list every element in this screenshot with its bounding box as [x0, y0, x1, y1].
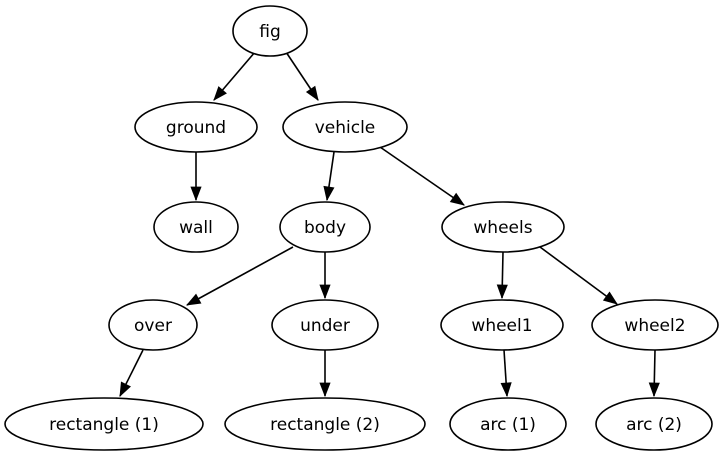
arrowhead-icon: [323, 185, 335, 202]
graph-node-fig[interactable]: fig: [232, 5, 308, 57]
node-label: fig: [259, 22, 281, 42]
edge-line: [379, 146, 465, 206]
arrowhead-icon: [602, 291, 618, 305]
arrowhead-icon: [319, 284, 331, 300]
graph-node-vehicle[interactable]: vehicle: [282, 101, 408, 153]
node-label: wheels: [473, 218, 532, 238]
node-ellipse: [449, 397, 567, 451]
edge-vehicle-to-wheels: [379, 146, 465, 206]
node-ellipse: [224, 397, 426, 451]
node-ellipse: [279, 201, 371, 253]
graph-node-under[interactable]: under: [271, 299, 379, 351]
node-ellipse: [440, 299, 564, 351]
graph-node-body[interactable]: body: [279, 201, 371, 253]
node-label: wall: [179, 218, 213, 238]
graph-node-rectangle1[interactable]: rectangle (1): [4, 397, 204, 451]
edge-body-to-over: [186, 246, 294, 306]
node-label: arc (1): [480, 415, 536, 435]
node-ellipse: [153, 201, 239, 253]
node-label: body: [304, 218, 346, 238]
edge-over-to-rectangle1: [119, 349, 144, 397]
graph-node-wheel2[interactable]: wheel2: [591, 299, 719, 351]
edges-layer: [119, 51, 660, 398]
node-label: rectangle (1): [49, 415, 159, 435]
graph-node-arc2[interactable]: arc (2): [595, 397, 713, 451]
arrowhead-icon: [648, 382, 660, 398]
edge-wheels-to-wheel1: [496, 251, 508, 300]
graph-node-over[interactable]: over: [108, 299, 198, 351]
edge-body-to-under: [319, 252, 331, 300]
node-label: wheel2: [624, 316, 685, 336]
node-label: ground: [166, 118, 226, 138]
graph-node-arc1[interactable]: arc (1): [449, 397, 567, 451]
node-ellipse: [134, 101, 258, 153]
edge-wheel1-to-arc1: [500, 349, 512, 398]
node-ellipse: [441, 201, 565, 253]
graph-node-wall[interactable]: wall: [153, 201, 239, 253]
nodes-layer: fig ground vehicle wall body wheels over under w…: [4, 5, 719, 451]
node-label: rectangle (2): [270, 415, 380, 435]
graph-node-wheel1[interactable]: wheel1: [440, 299, 564, 351]
node-ellipse: [232, 5, 308, 57]
edge-vehicle-to-body: [323, 151, 335, 202]
edge-wheels-to-wheel2: [539, 246, 618, 305]
edge-ground-to-wall: [190, 152, 202, 202]
edge-line: [186, 246, 294, 306]
node-label: under: [300, 316, 350, 336]
arrowhead-icon: [119, 381, 131, 397]
graph-node-wheels[interactable]: wheels: [441, 201, 565, 253]
edge-fig-to-ground: [213, 51, 256, 101]
arrowhead-icon: [190, 186, 202, 202]
node-label: vehicle: [315, 118, 376, 138]
arrowhead-icon: [500, 382, 512, 398]
node-ellipse: [271, 299, 379, 351]
node-label: wheel1: [471, 316, 532, 336]
node-ellipse: [591, 299, 719, 351]
edge-line: [539, 246, 618, 305]
arrowhead-icon: [186, 293, 202, 306]
arrowhead-icon: [496, 284, 508, 300]
node-ellipse: [282, 101, 408, 153]
graph-node-ground[interactable]: ground: [134, 101, 258, 153]
node-ellipse: [108, 299, 198, 351]
edge-fig-to-vehicle: [285, 51, 319, 101]
arrowhead-icon: [319, 382, 331, 398]
node-ellipse: [4, 397, 204, 451]
node-ellipse: [595, 397, 713, 451]
edge-wheel2-to-arc2: [648, 349, 660, 398]
edge-under-to-rectangle2: [319, 350, 331, 398]
arrowhead-icon: [305, 85, 319, 101]
graph-node-rectangle2[interactable]: rectangle (2): [224, 397, 426, 451]
arrowhead-icon: [213, 86, 227, 101]
arrowhead-icon: [449, 192, 465, 206]
node-label: over: [134, 316, 172, 336]
node-label: arc (2): [626, 415, 682, 435]
